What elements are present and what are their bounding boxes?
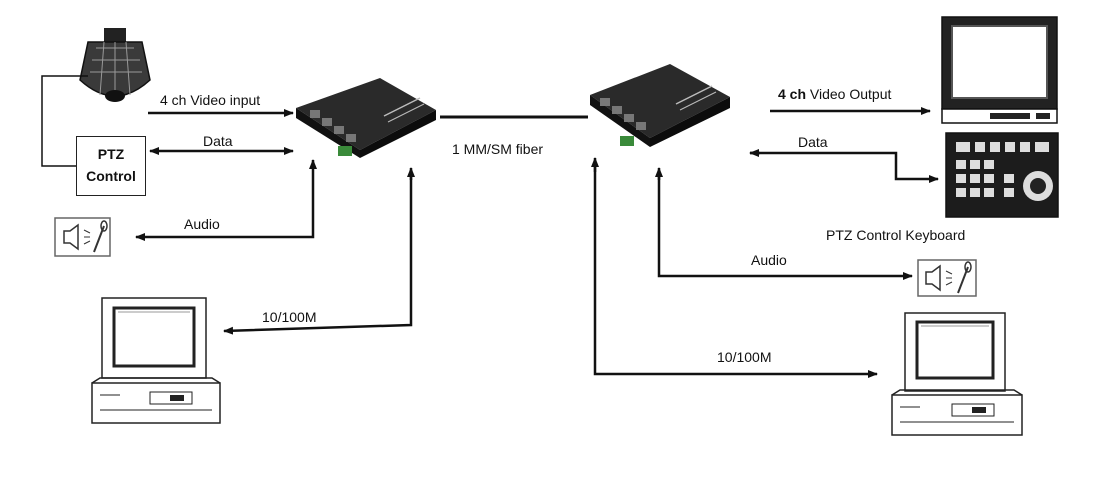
data-left-label: Data <box>203 133 233 149</box>
data-right-arrow <box>750 151 939 183</box>
audio-left-label: Audio <box>184 216 220 232</box>
ptz-control-line1: PTZ <box>97 146 125 162</box>
fiber-transceiver-icon <box>590 64 730 147</box>
network-left-arrow <box>223 170 413 335</box>
audio-right-label: Audio <box>751 252 787 268</box>
video-output-rest: Video Output <box>806 86 892 102</box>
video-output-bold: 4 ch <box>778 86 807 102</box>
data-right-label: Data <box>798 134 828 150</box>
speaker-microphone-icon <box>917 259 977 297</box>
video-input-label: 4 ch Video input <box>160 92 261 108</box>
crt-monitor-icon <box>941 16 1058 124</box>
audio-left-arrow <box>135 165 315 241</box>
ptz-keyboard-label: PTZ Control Keyboard <box>826 227 966 243</box>
desktop-computer-icon <box>891 312 1023 436</box>
ptz-control-line2: Control <box>86 168 136 184</box>
ptz-control-box: PTZ Control <box>76 136 146 196</box>
fiber-label: 1 MM/SM fiber <box>452 141 544 157</box>
speaker-microphone-icon <box>54 217 111 257</box>
dome-camera-icon <box>79 28 151 102</box>
video-output-label: 4 ch Video Output <box>778 86 891 102</box>
camera-ptz-wire <box>41 75 88 167</box>
network-right-label: 10/100M <box>717 349 772 365</box>
audio-right-arrow <box>657 172 913 280</box>
network-right-arrow <box>593 162 878 378</box>
fiber-transceiver-icon <box>296 78 436 158</box>
ptz-keyboard-icon <box>945 132 1059 218</box>
network-left-label: 10/100M <box>262 309 317 325</box>
desktop-computer-icon <box>91 297 221 424</box>
